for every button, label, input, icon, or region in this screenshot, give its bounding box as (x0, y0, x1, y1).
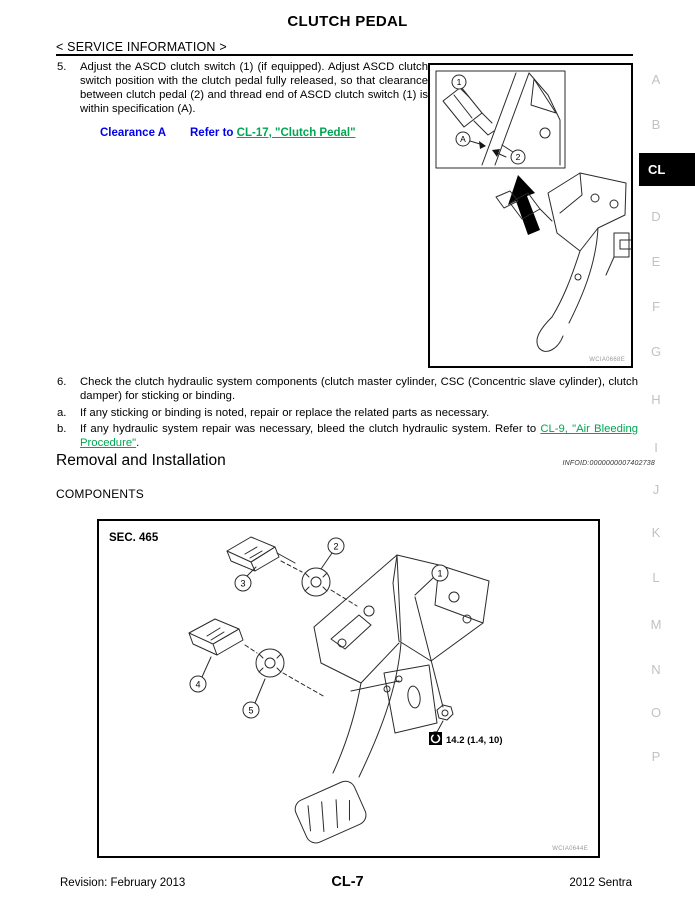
figure-code: WCIA0668E (589, 357, 625, 363)
figure-code: WCIA0644E (552, 846, 588, 852)
step-b-suffix: . (136, 436, 140, 449)
section-tab-m[interactable]: M (650, 617, 662, 632)
refer-prefix: Refer to (190, 127, 234, 139)
step-6: 6. Check the clutch hydraulic system com… (57, 376, 638, 404)
step-text: If any hydraulic system repair was neces… (80, 423, 638, 451)
callout-1: 1 (451, 74, 470, 98)
section-tab-g[interactable]: G (650, 344, 662, 359)
section-tab-i[interactable]: I (654, 440, 658, 455)
callout-1: 1 (414, 564, 449, 596)
section-tab-h[interactable]: H (651, 392, 661, 407)
step-number: a. (57, 407, 67, 419)
section-tab-b[interactable]: B (651, 117, 661, 132)
sec-label: SEC. 465 (109, 532, 159, 544)
svg-text:A: A (460, 134, 466, 144)
inset-detail-box (435, 70, 566, 169)
step-text: Adjust the ASCD clutch switch (1) (if eq… (80, 61, 428, 115)
clearance-label: Clearance A (100, 127, 167, 139)
header-rule (56, 54, 633, 56)
torque-value: 14.2 (1.4, 10) (446, 735, 503, 746)
svg-text:3: 3 (240, 579, 245, 589)
section-tab-p[interactable]: P (651, 749, 661, 764)
callout-2: 2 (320, 537, 345, 570)
switch-connector-4 (188, 618, 326, 698)
step-number: 6. (57, 376, 67, 388)
svg-text:1: 1 (457, 77, 462, 87)
components-heading: COMPONENTS (56, 487, 145, 501)
section-tab-f[interactable]: F (652, 299, 660, 314)
step-text: Check the clutch hydraulic system compon… (80, 376, 638, 402)
link-cl17-clutch-pedal[interactable]: CL-17, "Clutch Pedal" (236, 127, 356, 139)
section-tab-k[interactable]: K (651, 525, 661, 540)
callout-2: 2 (501, 144, 526, 165)
torque-spec: 14.2 (1.4, 10) (429, 720, 503, 746)
zoom-arrow (508, 175, 540, 235)
section-tab-e[interactable]: E (651, 254, 661, 269)
footer-model: 2012 Sentra (569, 877, 632, 889)
footer-revision: Revision: February 2013 (60, 877, 186, 889)
pedal-arm-drawing (294, 642, 402, 844)
svg-text:2: 2 (516, 152, 521, 162)
svg-text:5: 5 (248, 706, 253, 716)
callout-4: 4 (189, 656, 212, 693)
infoid-code: INFOID:0000000007402738 (562, 460, 655, 467)
callout-3: 3 (234, 566, 257, 592)
step-text: If any sticking or binding is noted, rep… (80, 407, 490, 419)
clearance-refer-row: Refer to CL-17, "Clutch Pedal" (190, 127, 356, 139)
step-a: a. If any sticking or binding is noted, … (57, 407, 638, 421)
step-number: b. (57, 423, 67, 435)
grommet-nut-2 (280, 560, 358, 607)
step-number: 5. (57, 61, 67, 73)
link-cl9-air-bleeding[interactable]: CL-9, "Air Bleeding Procedure" (80, 423, 639, 449)
switch-connector-3 (226, 536, 296, 572)
svg-text:2: 2 (333, 542, 338, 552)
step-5: 5. Adjust the ASCD clutch switch (1) (if… (57, 61, 428, 117)
pedal-assembly-drawing (495, 172, 631, 352)
section-tab-j[interactable]: J (652, 482, 660, 497)
section-tab-cl-active[interactable]: CL (639, 153, 695, 186)
removal-installation-heading: Removal and Installation (56, 452, 226, 469)
svg-text:4: 4 (195, 680, 200, 690)
section-header: < SERVICE INFORMATION > (56, 40, 227, 54)
page-title: CLUTCH PEDAL (287, 13, 408, 30)
components-diagram: SEC. 465 3 (109, 532, 588, 852)
step-b: b. If any hydraulic system repair was ne… (57, 423, 638, 451)
grommet-nut-5 (255, 648, 285, 678)
lower-bracket-drawing (383, 596, 454, 734)
svg-text:1: 1 (437, 569, 442, 579)
figure-clutch-switch-adjustment: 1 A 2 (428, 63, 633, 368)
footer-page-number: CL-7 (331, 874, 364, 890)
section-tab-a[interactable]: A (651, 72, 661, 87)
step-b-text: If any hydraulic system repair was neces… (80, 423, 537, 435)
section-tab-l[interactable]: L (652, 570, 660, 585)
clutch-switch-diagram: 1 A 2 (435, 70, 631, 363)
pedal-bracket-1 (313, 554, 490, 684)
section-tab-n[interactable]: N (651, 662, 661, 677)
section-tab-d[interactable]: D (651, 209, 661, 224)
figure-components-exploded-view: SEC. 465 3 (97, 519, 600, 858)
callout-A: A (455, 131, 507, 158)
callout-5: 5 (242, 678, 266, 719)
section-tab-o[interactable]: O (650, 705, 662, 720)
